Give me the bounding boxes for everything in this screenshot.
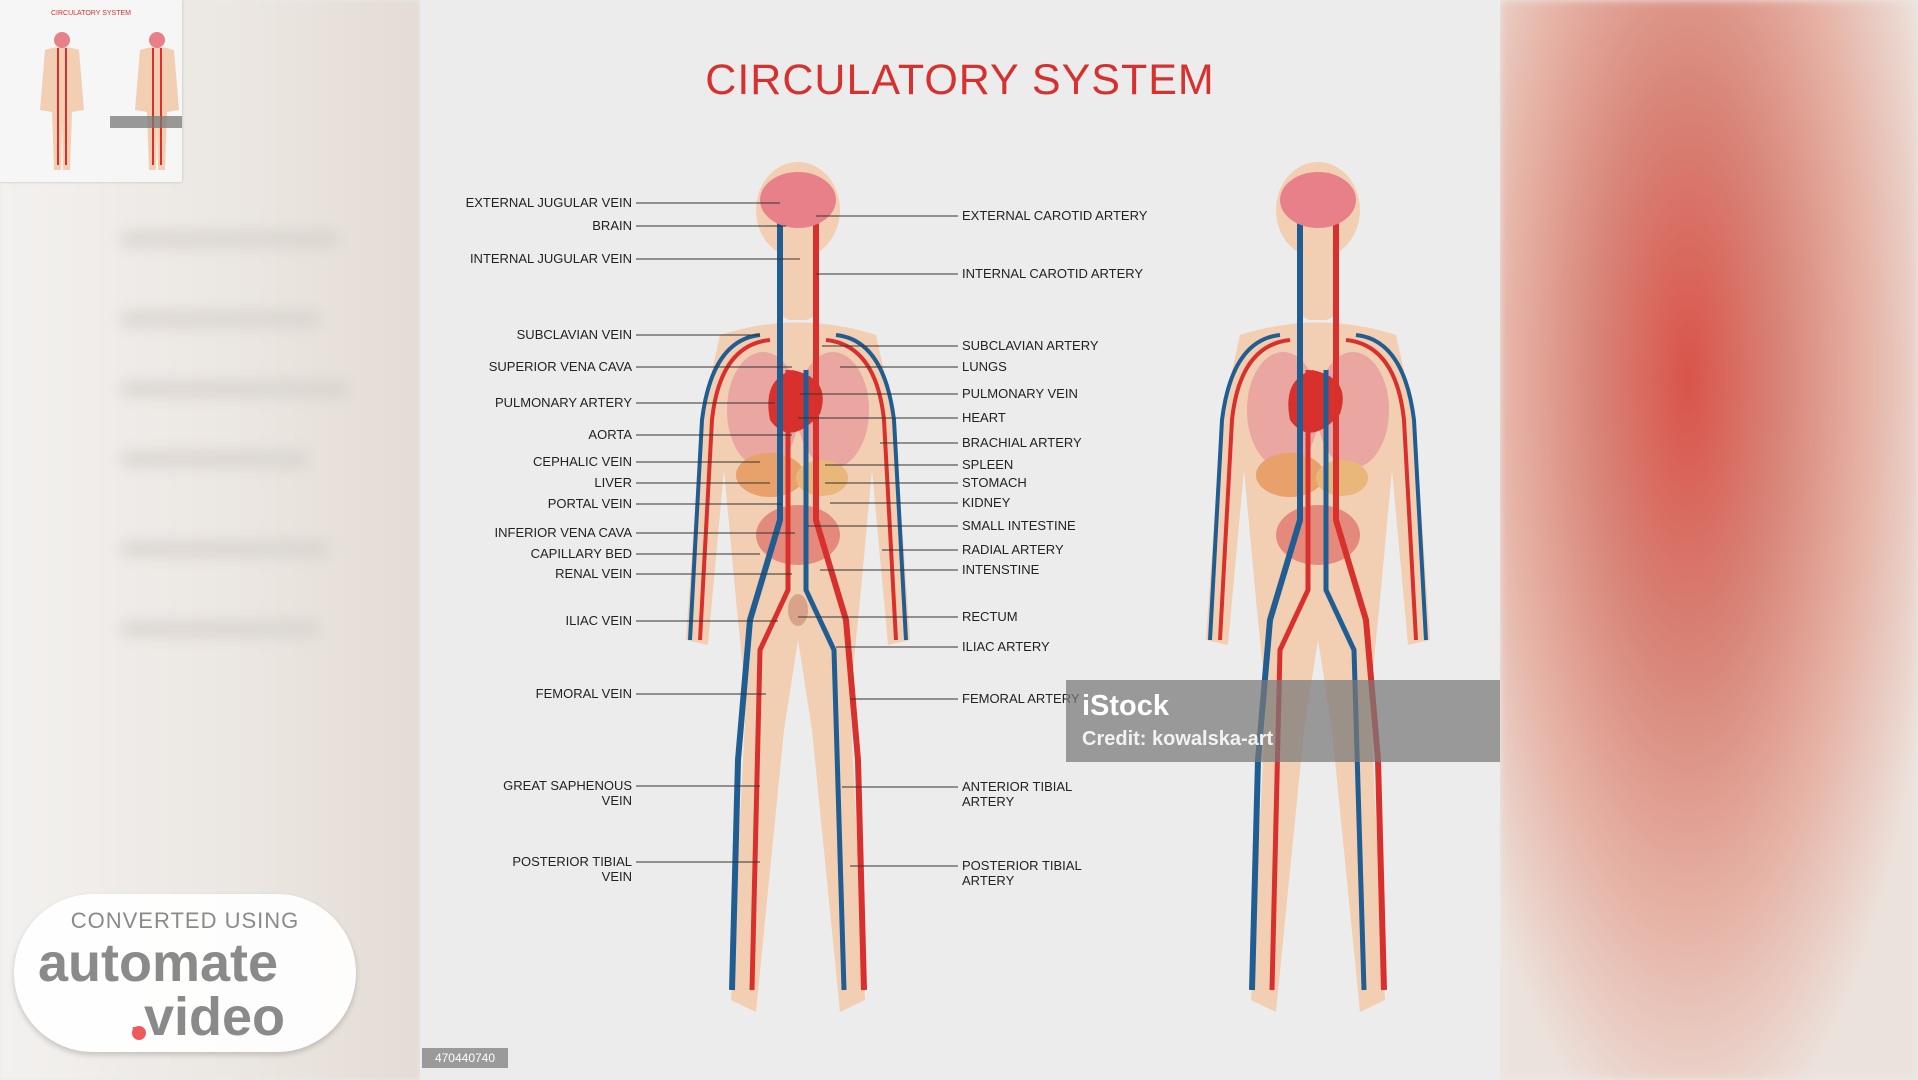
thumbnail-figure <box>40 32 179 170</box>
label-left-11: CAPILLARY BED <box>530 546 632 561</box>
back-body-figure <box>1206 162 1430 1012</box>
label-right-9: KIDNEY <box>962 495 1011 510</box>
label-left-2: INTERNAL JUGULAR VEIN <box>469 251 632 266</box>
label-left-1: BRAIN <box>592 218 632 233</box>
label-right-11: RADIAL ARTERY <box>962 542 1064 557</box>
label-right-7: SPLEEN <box>962 457 1014 472</box>
label-left-9: PORTAL VEIN <box>547 496 632 511</box>
label-right-15: FEMORAL ARTERY <box>962 691 1080 706</box>
label-left-10: INFERIOR VENA CAVA <box>494 525 633 540</box>
blurred-text <box>120 230 340 248</box>
slide-thumbnail[interactable]: CIRCULATORY SYSTEM <box>0 0 182 182</box>
label-right-5: HEART <box>962 410 1006 425</box>
automate-video-watermark: CONVERTED USING automate .video <box>14 894 356 1052</box>
label-left-5: PULMONARY ARTERY <box>494 395 632 410</box>
diagram-title: CIRCULATORY SYSTEM <box>705 56 1215 104</box>
watermark-automate: automate <box>38 933 279 993</box>
stock-id: 470440740 <box>422 1048 508 1068</box>
blurred-text <box>120 450 310 468</box>
label-left-3: SUBCLAVIAN VEIN <box>516 327 632 342</box>
label-right-12: INTENSTINE <box>962 562 1040 577</box>
blurred-text <box>120 310 320 328</box>
label-right-13: RECTUM <box>962 609 1018 624</box>
blurred-text <box>120 540 330 558</box>
blurred-text <box>120 380 350 398</box>
istock-logo: iStock <box>1082 690 1170 722</box>
label-right-10: SMALL INTESTINE <box>962 518 1076 533</box>
blurred-text <box>120 620 320 638</box>
label-left-12: RENAL VEIN <box>555 566 632 581</box>
label-right-4: PULMONARY VEIN <box>962 386 1078 401</box>
istock-credit: Credit: kowalska-art <box>1082 728 1274 750</box>
label-right-8: STOMACH <box>962 475 1027 490</box>
istock-watermark: iStock Credit: kowalska-art <box>1066 680 1500 762</box>
watermark-dot-icon <box>132 1026 146 1040</box>
circulatory-diagram-figure <box>636 162 1430 1012</box>
thumbnail-istock-badge <box>110 116 182 128</box>
watermark-converted-using: CONVERTED USING <box>70 908 300 933</box>
label-left-13: ILIAC VEIN <box>565 613 632 628</box>
blurred-background-right <box>1500 0 1918 1080</box>
label-right-2: SUBCLAVIAN ARTERY <box>962 338 1099 353</box>
label-right-3: LUNGS <box>962 359 1007 374</box>
watermark-video: .video <box>129 987 286 1047</box>
label-left-7: CEPHALIC VEIN <box>533 454 632 469</box>
label-right-0: EXTERNAL CAROTID ARTERY <box>962 208 1148 223</box>
thumbnail-title: CIRCULATORY SYSTEM <box>50 10 131 17</box>
label-left-6: AORTA <box>588 427 632 442</box>
label-right-1: INTERNAL CAROTID ARTERY <box>962 266 1144 281</box>
label-right-6: BRACHIAL ARTERY <box>962 435 1082 450</box>
label-left-8: LIVER <box>594 475 632 490</box>
label-left-0: EXTERNAL JUGULAR VEIN <box>465 195 632 210</box>
label-right-14: ILIAC ARTERY <box>962 639 1050 654</box>
label-left-4: SUPERIOR VENA CAVA <box>488 359 632 374</box>
front-body-figure <box>686 162 910 1012</box>
label-left-14: FEMORAL VEIN <box>535 686 632 701</box>
